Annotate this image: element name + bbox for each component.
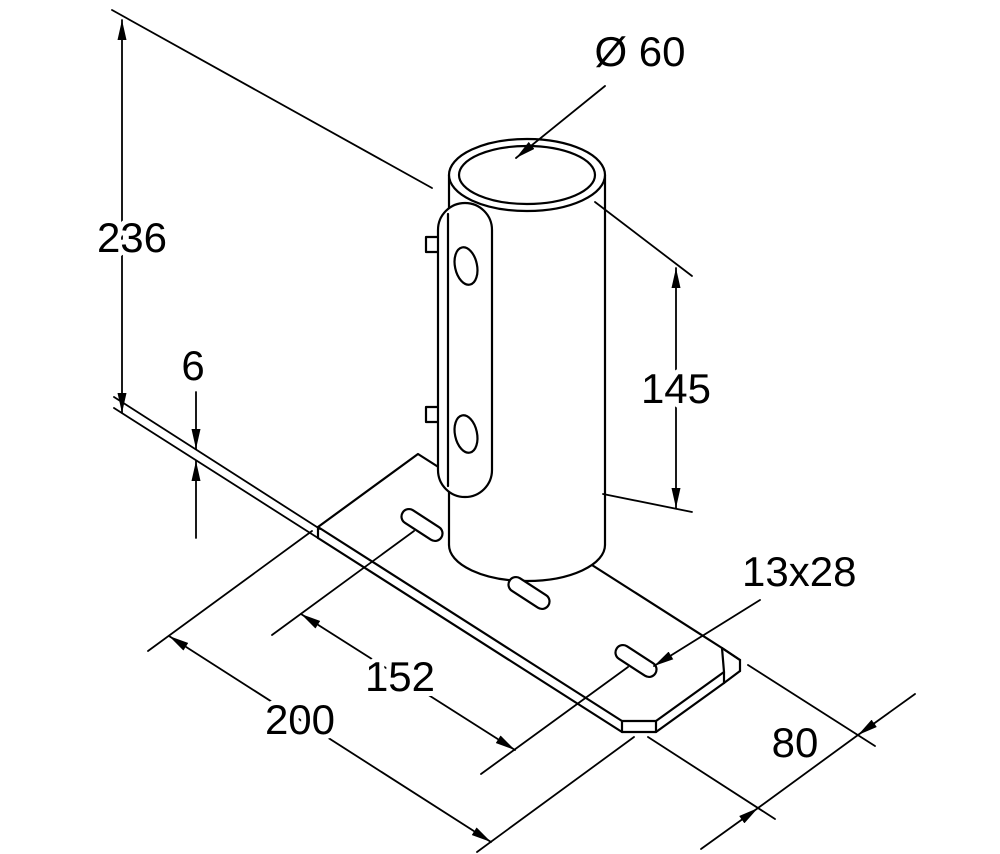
dimension-labels: Ø 60 236 6 145 13x28 152 200 80 [92,23,861,771]
label-plate-width: 80 [772,719,819,766]
label-upper-height: 145 [641,365,711,412]
dim-line-80-outer-back [857,693,916,736]
leader-line-diameter [515,85,606,159]
ext-line-plate-bottom [113,407,319,539]
ext-line-80-back [747,664,876,747]
slot-hole-2 [507,575,551,611]
base-plate-back-edge-right [720,646,742,662]
dimension-lines [117,19,916,850]
tube-bottom-edge [447,543,607,583]
tube-top-rim-outer [447,137,607,213]
ext-line-152-left [271,530,415,636]
label-slot-spacing: 152 [365,653,435,700]
slot-hole-3 [614,643,658,679]
leader-line-slot-size [653,599,761,667]
label-slot-size: 13x28 [742,548,856,595]
ext-line-145-bottom [602,493,693,513]
plate-slots [400,507,658,679]
ext-line-200-left [147,530,313,652]
clamp-plate [436,201,494,499]
ext-line-plate-top [113,396,321,530]
label-plate-thickness: 6 [181,342,204,389]
clamp-bolt-hole-bottom [453,414,479,454]
label-plate-length: 200 [265,696,335,743]
ext-line-152-right [480,666,629,775]
label-diameter: Ø 60 [594,28,685,75]
label-total-height: 236 [97,214,167,261]
dim-line-80-span [757,734,859,809]
dim-line-200 [168,635,492,843]
ext-line-200-right [476,736,635,853]
clamp [424,201,494,499]
ext-line-80-front [647,736,776,820]
clamp-bolt-hole-top [453,246,479,286]
ext-line-tube-top [111,9,433,189]
ext-line-145-top [594,201,693,277]
extension-lines [111,9,876,853]
dim-line-80-outer-front [700,807,759,850]
slot-hole-1 [400,507,444,543]
